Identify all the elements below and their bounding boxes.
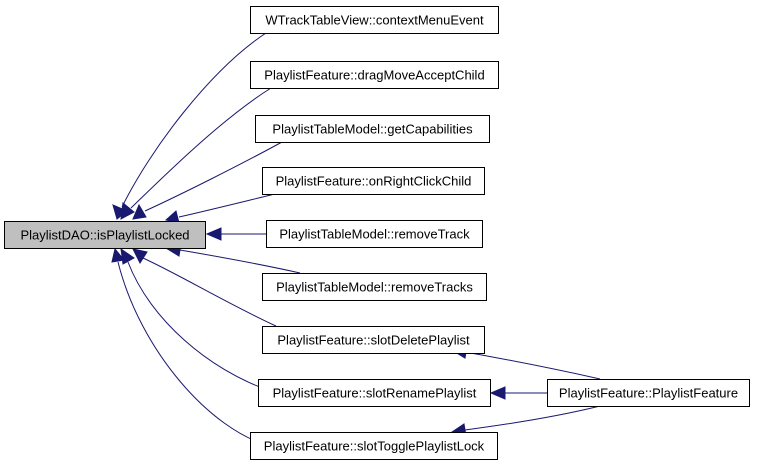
caller-node[interactable]: PlaylistTableModel::removeTrack (266, 220, 483, 248)
node-label: PlaylistFeature::slotDeletePlaylist (277, 333, 470, 348)
edge-line (464, 351, 601, 380)
caller-node[interactable]: WTrackTableView::contextMenuEvent (250, 6, 499, 34)
node-label: PlaylistFeature::slotRenamePlaylist (273, 386, 477, 401)
node-box[interactable] (250, 61, 499, 89)
edge-n10-to-n8 (489, 386, 547, 400)
caller-node[interactable]: PlaylistTableModel::removeTracks (262, 273, 487, 301)
node-box[interactable] (547, 379, 750, 407)
edge-line (464, 405, 601, 431)
node-box[interactable] (266, 220, 483, 248)
node-label: PlaylistTableModel::getCapabilities (272, 122, 473, 137)
edge-line (178, 193, 276, 218)
node-label: PlaylistFeature::onRightClickChild (276, 174, 472, 189)
caller-node[interactable]: PlaylistFeature::slotRenamePlaylist (258, 379, 491, 407)
edge-arrowhead (205, 227, 222, 241)
edge-line (127, 261, 269, 391)
caller-node[interactable]: PlaylistTableModel::getCapabilities (255, 115, 490, 143)
node-label: PlaylistTableModel::removeTracks (276, 280, 473, 295)
node-box[interactable] (250, 6, 499, 34)
edge-layer (111, 32, 601, 447)
edge-n8-to-focus (120, 247, 269, 391)
edge-line (142, 257, 277, 327)
node-label: PlaylistFeature::PlaylistFeature (559, 386, 738, 401)
node-box[interactable] (255, 115, 490, 143)
caller-node[interactable]: PlaylistFeature::dragMoveAcceptChild (250, 61, 499, 89)
edge-line (117, 261, 271, 447)
node-box[interactable] (250, 432, 498, 460)
edge-line (121, 32, 267, 208)
edge-n2-to-focus (120, 87, 272, 220)
edge-line (179, 249, 301, 274)
edge-arrowhead (120, 202, 135, 220)
node-label: WTrackTableView::contextMenuEvent (265, 13, 484, 28)
edge-n4-to-focus (164, 193, 276, 224)
edge-arrowhead (132, 203, 147, 220)
edge-line (130, 87, 272, 209)
edge-n7-to-focus (132, 248, 277, 327)
node-layer: PlaylistDAO::isPlaylistLocked WTrackTable… (4, 6, 750, 460)
edge-arrowhead (132, 248, 148, 265)
caller-node[interactable]: PlaylistFeature::slotDeletePlaylist (262, 326, 485, 354)
node-label: PlaylistDAO::isPlaylistLocked (20, 228, 189, 243)
node-box[interactable] (262, 273, 487, 301)
edge-arrowhead (120, 247, 135, 265)
caller-node[interactable]: PlaylistFeature::PlaylistFeature (547, 379, 750, 407)
node-box[interactable] (262, 326, 485, 354)
edge-n10-to-n9 (450, 405, 601, 437)
edge-arrowhead (111, 247, 125, 263)
edge-n3-to-focus (132, 141, 283, 220)
edge-arrowhead (489, 386, 506, 400)
node-box[interactable] (262, 167, 485, 195)
edge-n9-to-focus (111, 247, 271, 447)
node-box[interactable] (258, 379, 491, 407)
edge-n1-to-focus (112, 32, 267, 220)
node-box[interactable] (4, 221, 206, 249)
caller-node[interactable]: PlaylistFeature::onRightClickChild (262, 167, 485, 195)
node-label: PlaylistTableModel::removeTrack (279, 227, 470, 242)
caller-node[interactable]: PlaylistFeature::slotTogglePlaylistLock (250, 432, 498, 460)
edge-n5-to-focus (205, 227, 266, 241)
node-label: PlaylistFeature::dragMoveAcceptChild (264, 68, 484, 83)
focus-node[interactable]: PlaylistDAO::isPlaylistLocked (4, 221, 206, 249)
edge-line (144, 141, 283, 212)
node-label: PlaylistFeature::slotTogglePlaylistLock (264, 439, 485, 454)
